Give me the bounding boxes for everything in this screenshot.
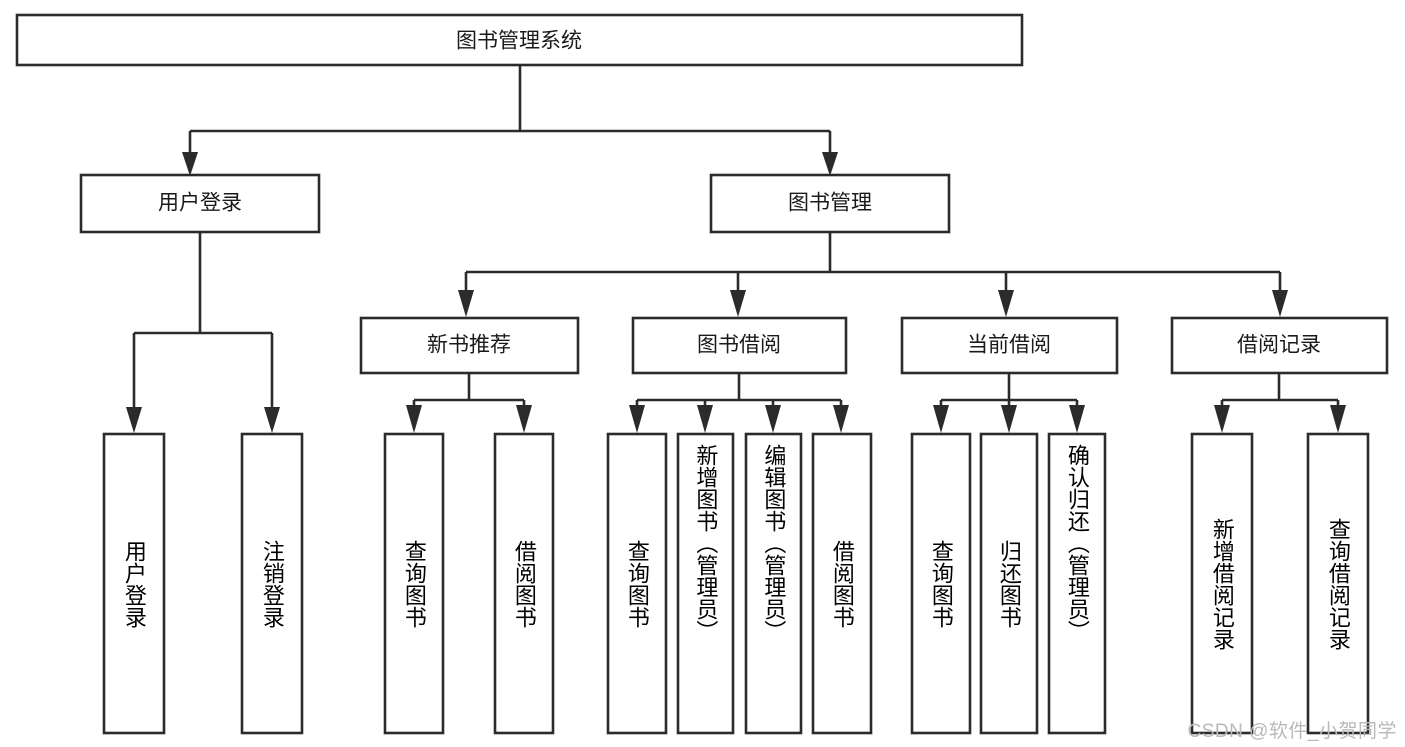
connector-group-borrow-record: [1214, 373, 1346, 433]
connector-group-user-login: [126, 232, 280, 433]
node-box-leaf-user-login[interactable]: [102, 432, 166, 735]
node-box-book-management[interactable]: [709, 173, 951, 234]
arrow-to-current-borrow: [998, 290, 1014, 317]
arrow-leaf-edit-book: [765, 405, 781, 433]
node-new-book-recommend[interactable]: 新书推荐: [359, 316, 580, 375]
node-box-leaf-borrow-book-2[interactable]: [811, 432, 873, 735]
node-label-title: 图书管理系统: [456, 30, 582, 53]
arrow-leaf-query-record: [1330, 405, 1346, 433]
arrow-leaf-logout: [264, 407, 280, 433]
arrow-leaf-borrow-book-1: [516, 405, 532, 433]
node-box-leaf-query-record[interactable]: [1306, 432, 1370, 735]
node-box-leaf-borrow-book-1[interactable]: [493, 432, 555, 735]
node-book-management[interactable]: 图书管理: [709, 173, 951, 234]
watermark-text: CSDN @软件_小贺同学: [1187, 721, 1397, 742]
connector-group-new-book-recommend: [406, 373, 532, 433]
arrow-to-borrow-record: [1272, 290, 1288, 317]
node-box-leaf-query-book-3[interactable]: [910, 432, 972, 735]
node-box-new-book-recommend[interactable]: [359, 316, 580, 375]
arrow-leaf-confirm-return: [1069, 405, 1085, 433]
node-box-leaf-edit-book[interactable]: [744, 432, 803, 735]
node-box-title[interactable]: [15, 13, 1024, 67]
node-box-leaf-logout[interactable]: [240, 432, 304, 735]
node-title-system[interactable]: 图书管理系统: [15, 13, 1024, 67]
node-box-book-borrow[interactable]: [631, 316, 848, 375]
connector-group-current-borrow: [933, 373, 1085, 433]
arrow-leaf-query-book-2: [629, 405, 645, 433]
arrow-leaf-user-login: [126, 407, 142, 433]
arrow-leaf-query-book-3: [933, 405, 949, 433]
connector-group-book-management: [458, 232, 1288, 317]
node-box-current-borrow[interactable]: [900, 316, 1119, 375]
node-box-borrow-record[interactable]: [1170, 316, 1389, 375]
node-box-leaf-query-book-2[interactable]: [606, 432, 668, 735]
arrow-leaf-add-record: [1214, 405, 1230, 433]
node-current-borrow[interactable]: 当前借阅: [900, 316, 1119, 375]
node-box-leaf-add-record[interactable]: [1190, 432, 1254, 735]
node-box-leaf-return-book[interactable]: [979, 432, 1039, 735]
connector-group-root: [182, 66, 838, 176]
arrow-to-user-login: [182, 152, 198, 176]
arrow-leaf-return-book: [1001, 405, 1017, 433]
connector-group-book-borrow: [629, 373, 849, 433]
arrow-to-book-borrow: [730, 290, 746, 317]
arrow-leaf-borrow-book-2: [833, 405, 849, 433]
arrow-to-new-book-recommend: [458, 290, 474, 317]
node-box-leaf-query-book-1[interactable]: [383, 432, 445, 735]
node-borrow-record[interactable]: 借阅记录: [1170, 316, 1389, 375]
arrow-leaf-add-book: [697, 405, 713, 433]
arrow-leaf-query-book-1: [406, 405, 422, 433]
node-box-user-login[interactable]: [79, 173, 321, 234]
node-book-borrow[interactable]: 图书借阅: [631, 316, 848, 375]
node-label-book-management: 图书管理: [788, 192, 872, 215]
node-label-borrow-record: 借阅记录: [1237, 334, 1321, 357]
node-user-login[interactable]: 用户登录: [79, 173, 321, 234]
arrow-to-book-management: [822, 152, 838, 176]
node-label-user-login: 用户登录: [158, 192, 242, 215]
node-label-book-borrow: 图书借阅: [697, 334, 781, 357]
node-label-current-borrow: 当前借阅: [967, 334, 1051, 357]
node-label-new-book-recommend: 新书推荐: [427, 334, 511, 357]
leaf-boxes: [102, 432, 1370, 735]
node-box-leaf-confirm-return[interactable]: [1047, 432, 1107, 735]
node-box-leaf-add-book[interactable]: [676, 432, 735, 735]
